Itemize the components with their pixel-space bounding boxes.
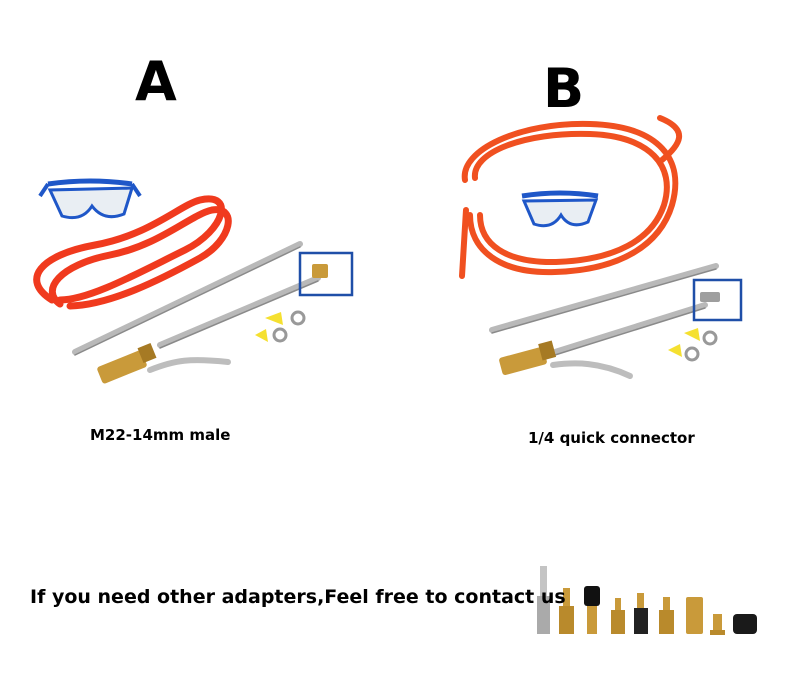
adapter-icon [686,597,703,634]
adapter-icon [611,598,625,634]
curved-tip-icon [550,360,633,379]
adapters-image [537,566,757,635]
connector-highlight-box [692,278,743,322]
quick-connector-icon [700,292,720,302]
safety-glasses-icon [38,178,142,220]
adapter-icon [559,588,574,634]
kit-a-label: A [135,50,177,113]
hose-coil-icon [33,195,232,310]
hose-coil-icon [459,115,683,279]
connector-highlight-box [298,251,354,297]
lance-icon [489,263,719,355]
adapter-icon [634,593,648,634]
m22-connector-icon [312,264,328,278]
lance-icon [72,241,321,355]
kit-b-image [459,115,743,379]
adapter-icon [659,597,674,634]
kit-a-connector-caption: M22-14mm male [90,426,231,444]
brass-fitting-icon [499,340,557,375]
safety-glasses-icon [521,190,599,228]
adapter-icon [537,566,550,634]
curved-tip-icon [147,357,231,373]
kit-b-label: B [543,57,585,120]
hose-clip-icon [255,310,306,343]
brass-fitting-icon [97,342,157,384]
kit-b-connector-caption: 1/4 quick connector [528,429,695,447]
contact-message: If you need other adapters,Feel free to … [30,586,566,608]
adapter-icon [710,614,725,635]
adapter-icon [584,586,600,634]
adapter-icon [733,614,757,634]
kit-a-image [33,178,354,384]
hose-clip-icon [668,328,718,362]
